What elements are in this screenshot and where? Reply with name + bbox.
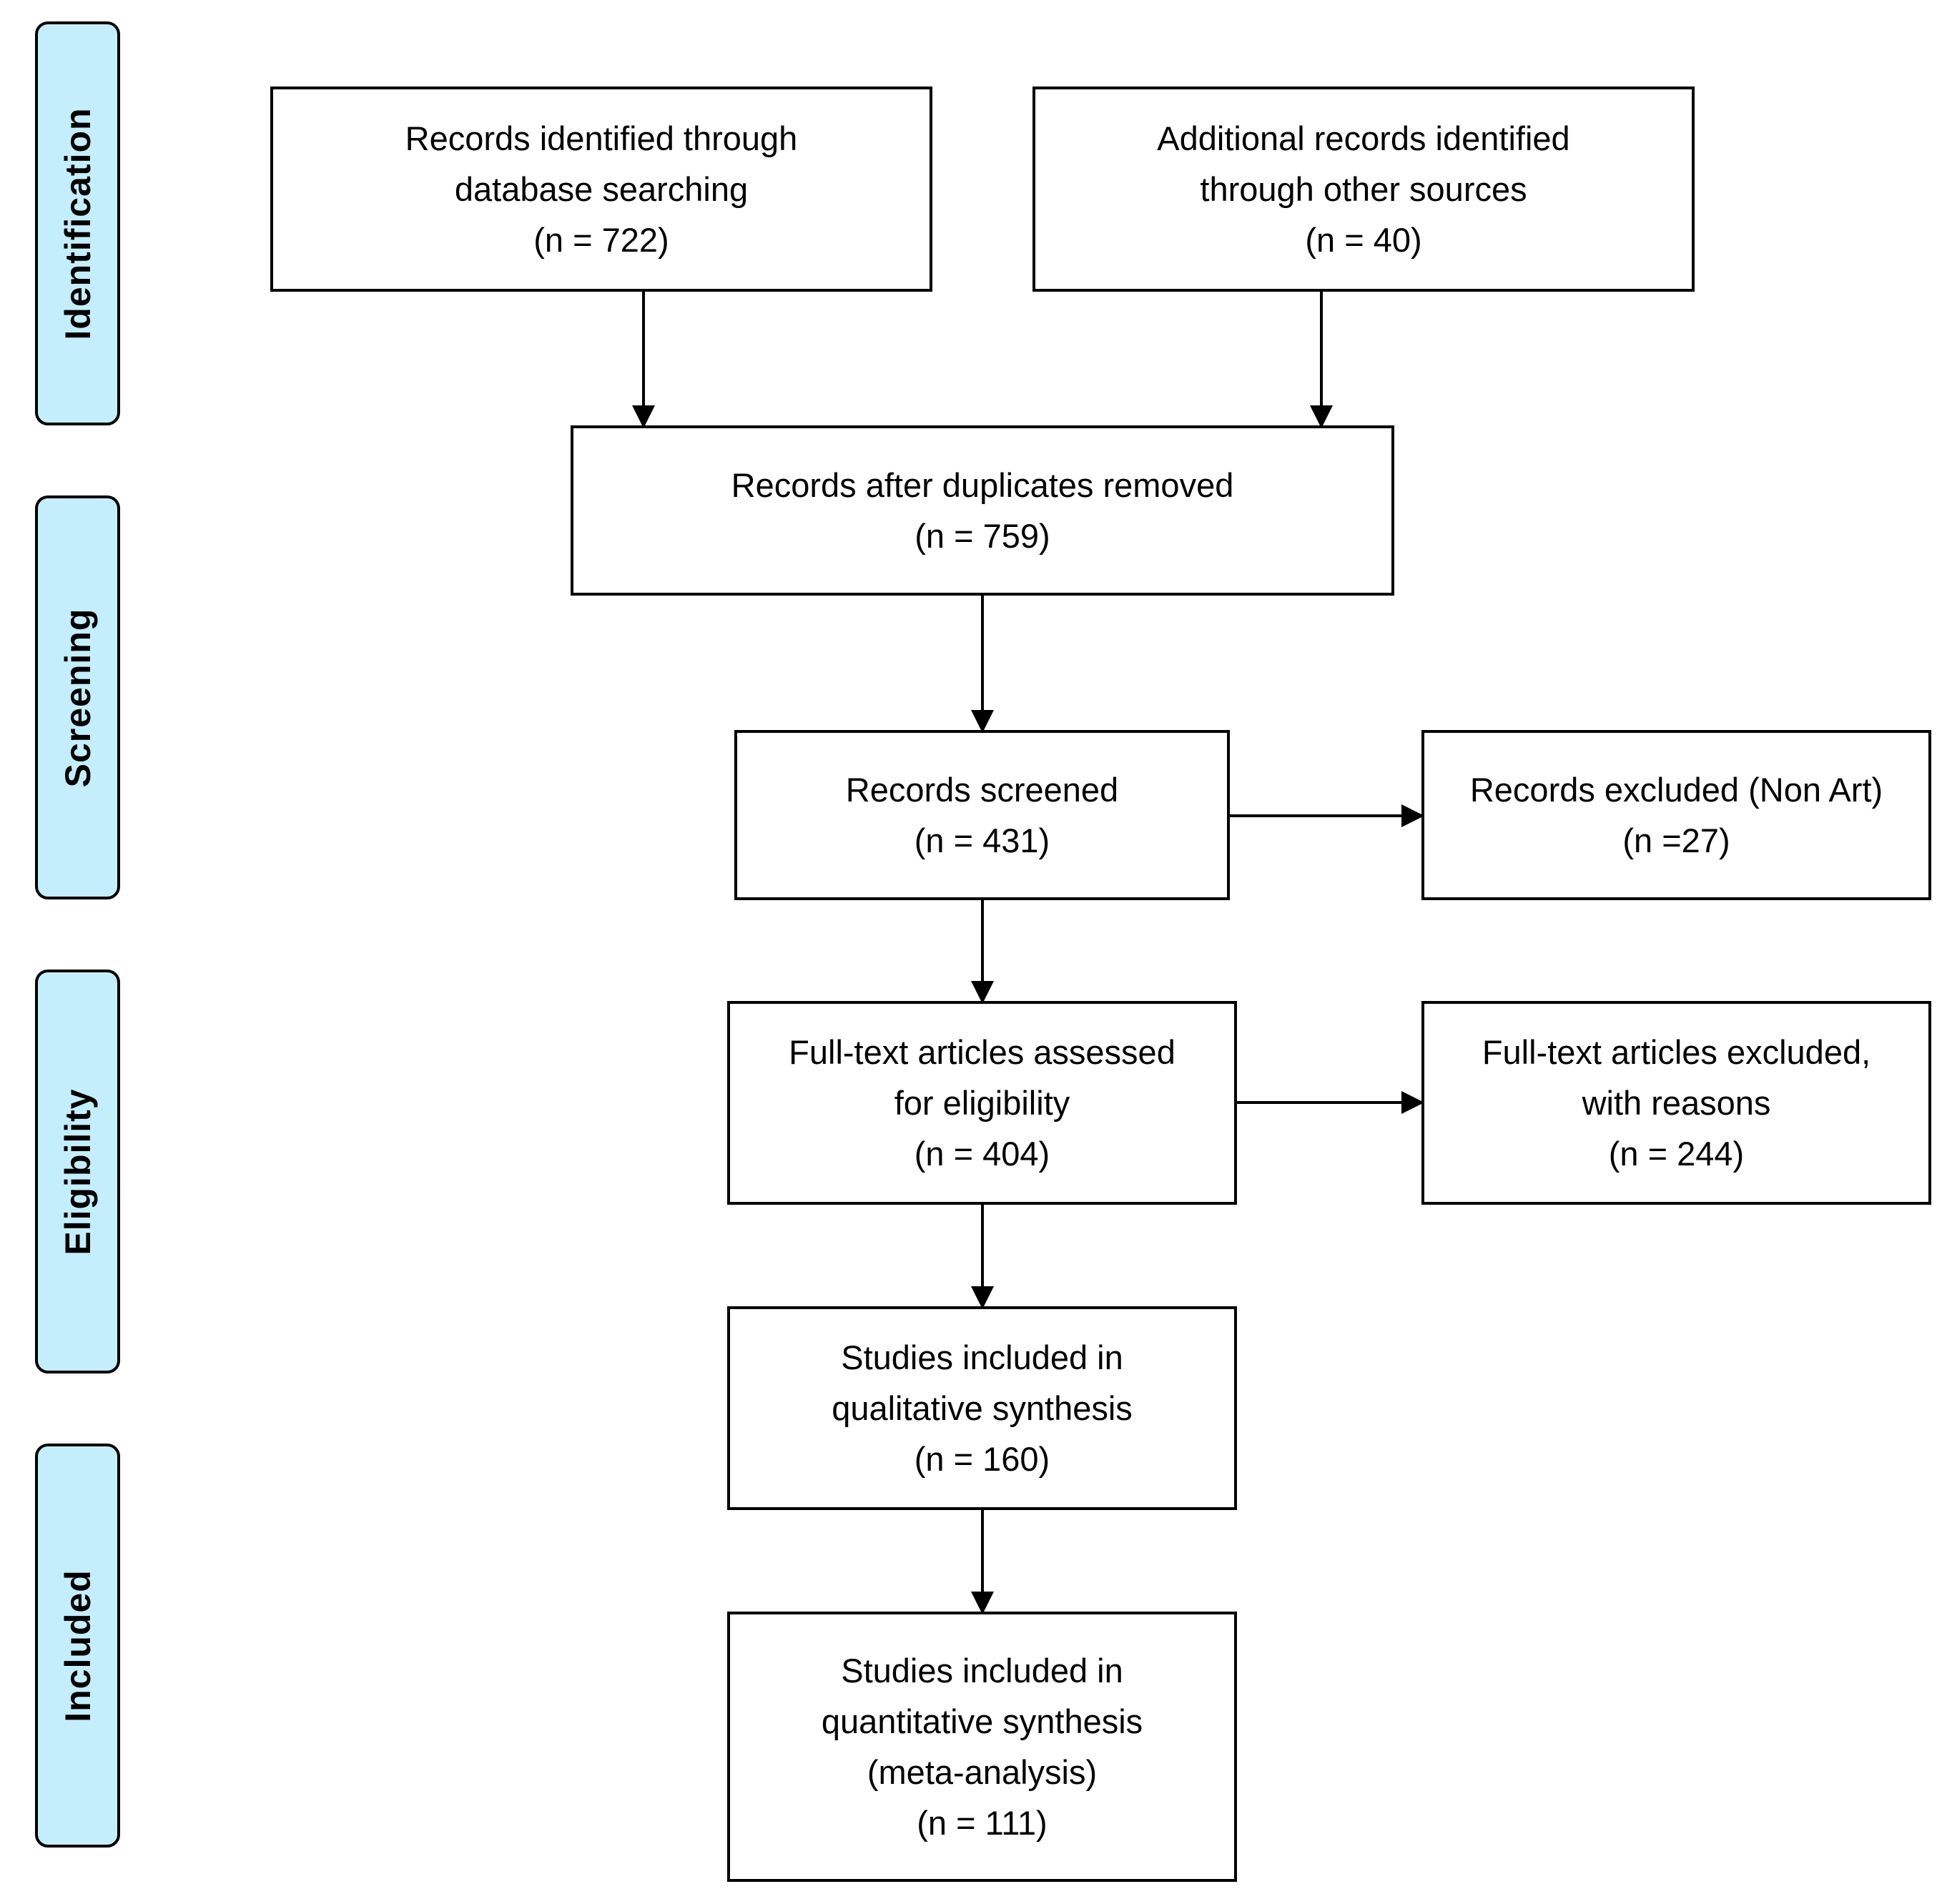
box-other-records: Additional records identified through ot…	[1032, 87, 1695, 292]
box-line: Additional records identified	[1157, 119, 1570, 157]
stage-label: Identification	[57, 107, 98, 340]
box-count: (n = 759)	[915, 517, 1050, 555]
box-line: Records excluded (Non Art)	[1469, 771, 1883, 809]
stage-label: Included	[57, 1569, 98, 1722]
box-line: Records after duplicates removed	[731, 466, 1234, 504]
box-line: Full-text articles excluded,	[1482, 1033, 1871, 1071]
box-line: for eligibility	[894, 1084, 1070, 1122]
box-line: Studies included in	[841, 1338, 1123, 1376]
stage-screening: Screening	[35, 495, 120, 899]
box-line: Records screened	[845, 771, 1119, 809]
box-qualitative-synthesis: Studies included in qualitative synthesi…	[727, 1306, 1237, 1510]
stage-label: Screening	[57, 608, 98, 787]
box-line: quantitative synthesis	[821, 1702, 1143, 1740]
box-count: (n = 244)	[1608, 1135, 1745, 1173]
box-quantitative-synthesis: Studies included in quantitative synthes…	[727, 1612, 1237, 1882]
box-line: Full-text articles assessed	[789, 1033, 1175, 1071]
box-fulltext-assessed: Full-text articles assessed for eligibil…	[727, 1001, 1237, 1205]
stage-identification: Identification	[35, 21, 120, 425]
box-after-duplicates: Records after duplicates removed (n = 75…	[571, 425, 1394, 596]
box-line: (meta-analysis)	[867, 1753, 1098, 1791]
box-count: (n = 431)	[914, 822, 1050, 859]
box-count: (n = 111)	[917, 1804, 1048, 1842]
box-count: (n = 40)	[1305, 221, 1422, 259]
box-fulltext-excluded: Full-text articles excluded, with reason…	[1421, 1001, 1931, 1205]
box-records-screened: Records screened (n = 431)	[734, 730, 1230, 900]
stage-included: Included	[35, 1444, 120, 1848]
box-database-records: Records identified through database sear…	[270, 87, 932, 292]
box-line: Records identified through	[405, 119, 798, 157]
box-line: database searching	[454, 170, 749, 208]
box-count: (n =27)	[1622, 822, 1730, 859]
box-line: qualitative synthesis	[832, 1389, 1133, 1427]
stage-label: Eligibility	[57, 1087, 98, 1256]
box-count: (n = 160)	[914, 1440, 1050, 1478]
box-count: (n = 404)	[914, 1135, 1050, 1173]
box-line: through other sources	[1200, 170, 1527, 208]
box-line: with reasons	[1582, 1084, 1771, 1122]
box-count: (n = 722)	[533, 221, 669, 259]
box-line: Studies included in	[841, 1652, 1123, 1690]
box-records-excluded: Records excluded (Non Art) (n =27)	[1421, 730, 1931, 900]
stage-eligibility: Eligibility	[35, 970, 120, 1373]
